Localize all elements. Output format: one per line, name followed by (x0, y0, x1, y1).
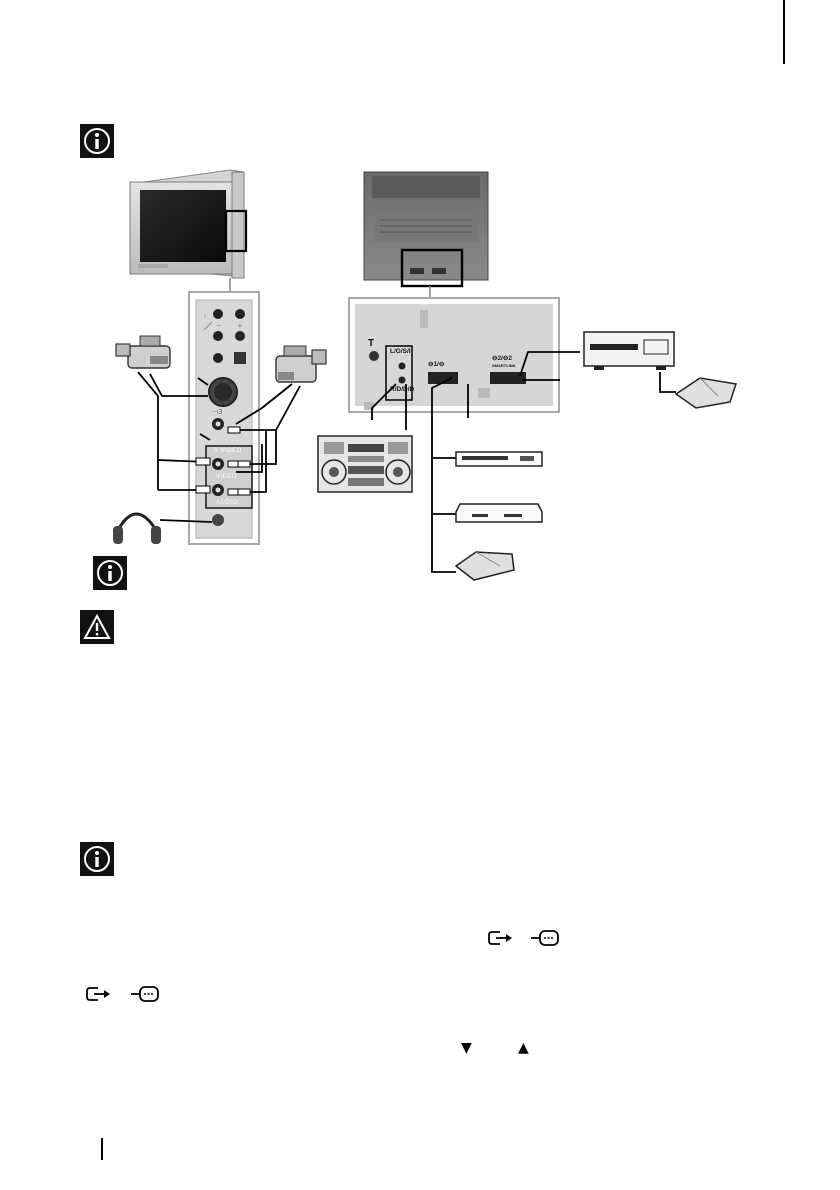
dvd-player-image (455, 451, 543, 467)
audio-out-label: L/G/S/I (390, 348, 411, 355)
output-symbol-icon (130, 985, 160, 1008)
down-arrow-icon: ▼ (461, 1040, 472, 1056)
antenna-label: T (368, 338, 375, 349)
tv-front-image (129, 169, 248, 279)
scart2-sublabel: SMARTLINK (492, 363, 516, 368)
svg-text:+: + (237, 322, 243, 330)
svideo-jack-label: S VIDEO (214, 448, 242, 454)
svg-text:⊣3: ⊣3 (212, 408, 223, 416)
camcorder-left-image (115, 335, 171, 369)
svg-text:I: I (204, 313, 206, 320)
info-icon (80, 124, 114, 163)
info-icon (93, 556, 127, 595)
input-symbol-icon (488, 929, 514, 952)
output-symbol-icon (530, 929, 560, 952)
settop-box-image (454, 551, 515, 581)
scart1-label: ⊖1/⊖ (428, 361, 445, 368)
warning-icon (80, 610, 114, 649)
input-symbol-icon (86, 985, 112, 1008)
video-jack-label: VIDEO (216, 474, 238, 480)
audio-out-label-2: R/D/D/D (390, 386, 415, 393)
info-icon (80, 842, 114, 881)
up-arrow-icon: ▲ (518, 1040, 529, 1056)
top-right-rule (783, 0, 785, 64)
scart2-label: ⊖2/⊖2 (492, 355, 512, 362)
satellite-receiver-image (674, 377, 737, 409)
rear-cables (371, 351, 676, 573)
vcr-image (583, 331, 675, 370)
headphones-image (113, 512, 161, 544)
front-plugs (195, 426, 251, 496)
svg-text:−: − (216, 322, 222, 330)
front-panel: I − + ⊣3 (188, 291, 260, 545)
decoder-image (455, 503, 543, 523)
rear-panel (348, 297, 560, 413)
front-cables (137, 371, 301, 523)
audio-jack-label: AUDIO (216, 500, 238, 506)
footer-rule (101, 1138, 103, 1160)
connection-diagram: I − + ⊣3 (113, 169, 737, 581)
hifi-system-image (317, 435, 413, 493)
camcorder-right-image (275, 345, 327, 383)
tv-rear-image (363, 171, 489, 288)
